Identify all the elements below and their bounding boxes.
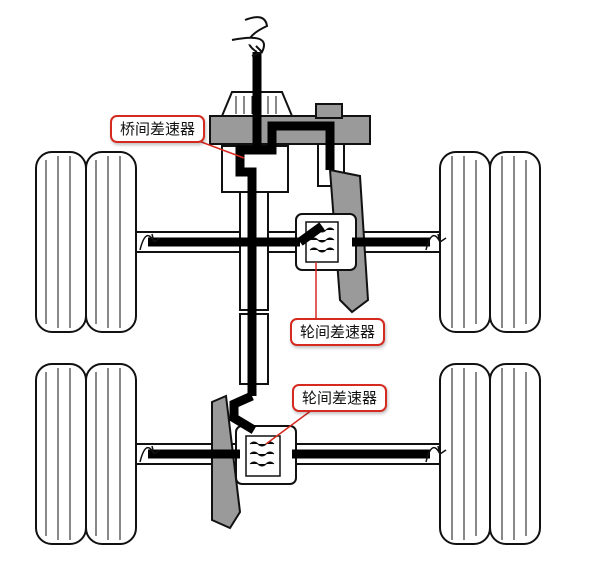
power-flow-path <box>148 52 430 459</box>
rear-diff-housing <box>211 394 297 530</box>
rotation-arrow-icon <box>231 16 269 57</box>
propeller-shaft <box>239 189 269 385</box>
tire-front-right <box>439 151 541 333</box>
callout-inter-wheel-diff-rear: 轮间差速器 <box>292 384 388 412</box>
tire-front-left <box>35 151 137 333</box>
callout-inter-axle-diff: 桥间差速器 <box>110 115 206 143</box>
callout-inter-wheel-diff-front: 轮间差速器 <box>290 318 386 346</box>
tire-rear-left <box>35 363 137 545</box>
tire-rear-right <box>439 363 541 545</box>
rotation-arrow-icon <box>139 233 447 463</box>
